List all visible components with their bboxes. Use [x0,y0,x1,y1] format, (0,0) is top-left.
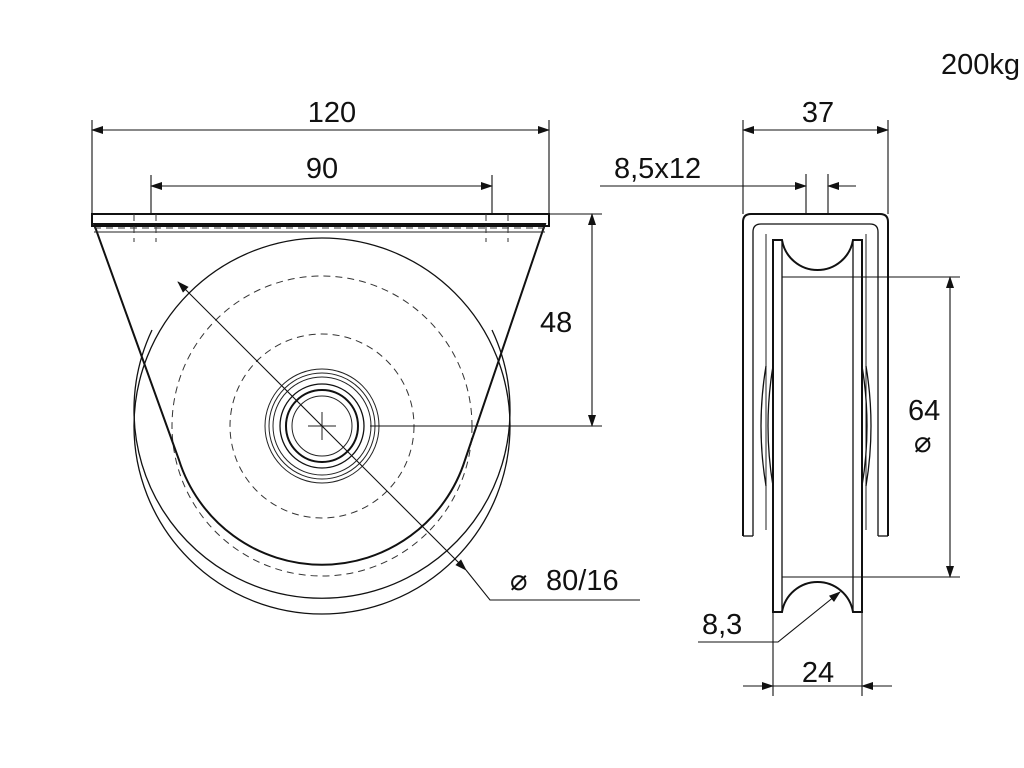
wheel-diameter-leader [177,281,467,571]
groove-diameter-symbol: ⌀ [914,427,931,459]
front-view: ⌀ 80/16 120 90 48 [91,97,640,615]
groove-diameter-label: 64 [908,395,940,427]
wheel-side-profile [772,239,863,613]
hole-spacing-label: 90 [306,153,338,185]
overall-width-label: 37 [802,97,834,129]
groove-radius-leader [698,591,841,643]
plate-width-label: 120 [308,97,356,129]
wheel-diameter-label: 80/16 [546,565,619,597]
bracket-fork [92,223,547,566]
bracket-outer [742,213,889,536]
wheel-diameter-symbol: ⌀ [510,565,527,597]
groove-radius-label: 8,3 [702,609,742,641]
wheel-width-label: 24 [802,657,834,689]
slot-size-label: 8,5x12 [614,153,701,185]
wheel-lower-arc [133,329,511,599]
wheel-diameter-callout-line [465,569,640,601]
load-rating-label: 200kg [941,49,1020,81]
bracket-inner [752,223,879,536]
side-view: 37 8,5x12 64 ⌀ 8,3 24 [600,97,960,696]
mounting-plate [91,213,550,227]
hub-right [861,365,872,487]
axle-height-label: 48 [540,307,572,339]
hub-left [760,365,774,487]
